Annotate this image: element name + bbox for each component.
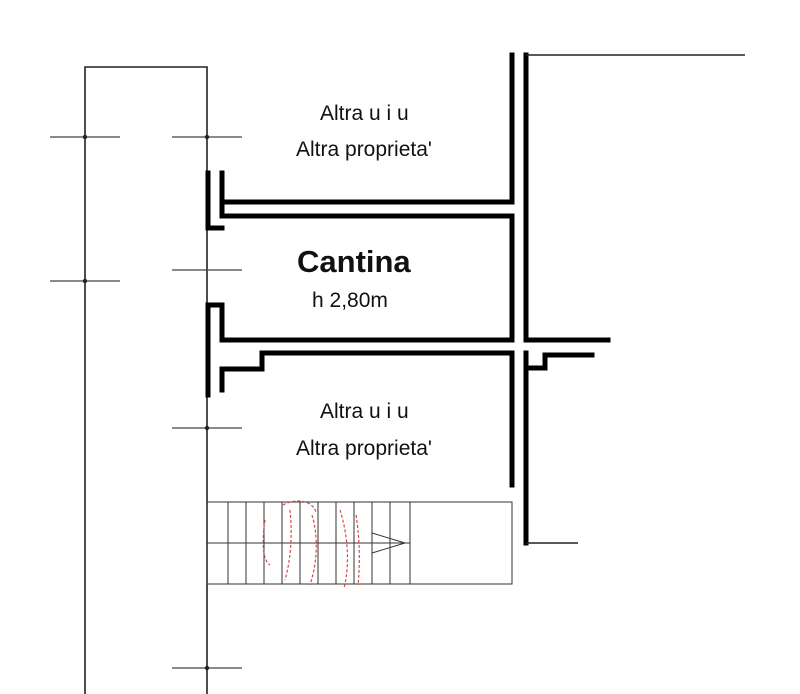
staircase bbox=[206, 500, 513, 589]
boundary-lines bbox=[526, 54, 745, 544]
top-room-label-2: Altra proprieta' bbox=[296, 138, 432, 161]
top-room-label-1: Altra u i u bbox=[320, 102, 409, 125]
cellar-name: Cantina bbox=[297, 244, 411, 279]
cellar-walls bbox=[205, 52, 611, 546]
bottom-room-label-2: Altra proprieta' bbox=[296, 437, 432, 460]
dimension-marks bbox=[50, 134, 242, 671]
bottom-room-label-1: Altra u i u bbox=[320, 400, 409, 423]
cellar-height: h 2,80m bbox=[312, 289, 388, 312]
outer-outline bbox=[84, 66, 208, 694]
